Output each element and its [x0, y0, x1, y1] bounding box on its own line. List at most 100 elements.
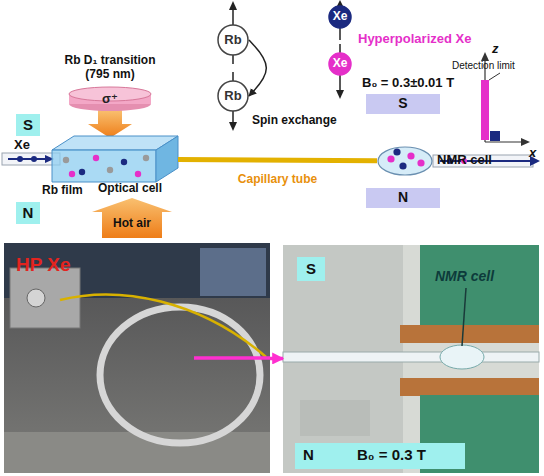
atom-dot: [387, 155, 394, 162]
axis-label: x: [529, 146, 536, 161]
part-label: Rb film: [42, 184, 83, 197]
rb-atom: Rb: [217, 80, 249, 112]
leader-line: [489, 73, 500, 80]
species-label: Hyperpolarized Xe: [358, 32, 471, 47]
field-tag: N B₀ = 0.3 T: [295, 443, 465, 469]
atom-dot: [107, 167, 113, 173]
arrow-label: Hot air: [92, 217, 172, 230]
atom-label: Rb: [224, 33, 241, 47]
atom-label: Rb: [224, 89, 241, 103]
valve: [27, 289, 45, 307]
atom-dot: [63, 157, 69, 163]
magnet-coil: [400, 325, 539, 343]
edge-label: Capillary tube: [238, 173, 317, 186]
laser-label: Rb D₁ transition (795 nm): [52, 54, 168, 82]
magnet-pole: S: [366, 94, 440, 114]
table-top: [4, 432, 270, 473]
node-label: S: [306, 261, 316, 278]
part-label: Optical cell: [98, 182, 162, 195]
spin-arrowhead: [336, 90, 344, 99]
node-label: N: [23, 205, 34, 222]
gas-tube: [2, 153, 60, 165]
pole-label: S: [398, 96, 407, 111]
transfer-arrow: [270, 357, 283, 361]
magnet-photo: [283, 245, 539, 473]
xe-atom-dot: [31, 156, 37, 162]
photo-label: HP Xe: [16, 255, 71, 276]
atom-dot: [407, 152, 414, 159]
atom-circle: [218, 81, 248, 111]
node-label: S: [23, 117, 33, 134]
axis-arrowhead: [521, 138, 530, 146]
capillary-tube: [60, 295, 266, 357]
atom-dot: [79, 169, 85, 175]
atom-dot: [143, 155, 149, 161]
signal-bar: [490, 131, 500, 141]
pole-tag: S: [16, 114, 40, 136]
photo-label: NMR cell: [435, 269, 494, 284]
signal-bar: [481, 80, 489, 140]
atom-label: Xe: [333, 10, 348, 23]
spin-arrowhead: [229, 122, 237, 131]
lab-equipment: [300, 400, 370, 436]
pole-tag: S: [297, 257, 325, 281]
node-outline: [377, 146, 433, 176]
laser-beam: σ⁺: [68, 86, 152, 112]
exchange-arrow: [249, 40, 266, 96]
x-axis: [485, 141, 522, 142]
atom-dot: [93, 155, 99, 161]
process-label: Spin exchange: [252, 114, 337, 128]
equipment-panel: [200, 248, 266, 296]
magnet-yoke: [420, 245, 539, 329]
atom-dot: [135, 171, 141, 177]
magnet-pole: N: [366, 188, 440, 208]
hot-air-arrow: Hot air: [92, 198, 172, 238]
laser-arrow: [88, 110, 132, 138]
nmr-cell: NMR cell: [377, 146, 433, 176]
coil-ring: [100, 307, 260, 443]
atom-circle: [329, 6, 351, 28]
magnet-coil: [400, 378, 539, 396]
atom-dot: [69, 171, 75, 177]
atom-circle: [329, 53, 351, 75]
gas-flow-arrow: [8, 158, 46, 160]
glass-tube: [283, 352, 539, 362]
arrow-outline: [92, 198, 172, 238]
atom-dot: [399, 162, 406, 169]
photo-panel: NMR cell S N B₀ = 0.3 T: [283, 245, 539, 473]
nmr-cell-glass: [440, 345, 484, 369]
polarization-symbol: σ⁺: [102, 92, 118, 106]
axis-arrowhead: [481, 52, 489, 61]
field-value: B₀ = 0.3 T: [357, 447, 426, 464]
photo-panel: HP Xe: [4, 243, 270, 473]
atom-dot: [121, 159, 127, 165]
note-label: Detection limit: [452, 60, 515, 72]
rb-atom: Rb: [217, 24, 249, 56]
atom-dot: [417, 159, 424, 166]
field-label: B₀ = 0.3±0.01 T: [362, 76, 454, 91]
axis-label: z: [492, 42, 499, 57]
optical-cell: Rb filmOptical cell: [52, 136, 178, 182]
cell-face: [156, 136, 178, 182]
atom-dot: [393, 148, 400, 155]
pole-tag: N: [16, 202, 40, 224]
part-label: NMR cell: [437, 153, 492, 167]
capillary-tube: [178, 159, 377, 160]
leader-line: [462, 288, 466, 346]
node-outline: [52, 136, 178, 182]
atom-label: Xe: [333, 57, 348, 70]
atom-circle: [218, 25, 248, 55]
pole-label: N: [303, 447, 314, 464]
xe-atom: Xe: [328, 5, 352, 29]
cell-face: [52, 150, 156, 182]
spin-arrowhead: [229, 1, 237, 10]
pole-label: N: [398, 190, 408, 205]
lab-photo: [4, 243, 270, 473]
gas-label: Xe: [14, 138, 30, 153]
xe-atom-dot: [17, 156, 23, 162]
cell-outline: [378, 147, 432, 175]
